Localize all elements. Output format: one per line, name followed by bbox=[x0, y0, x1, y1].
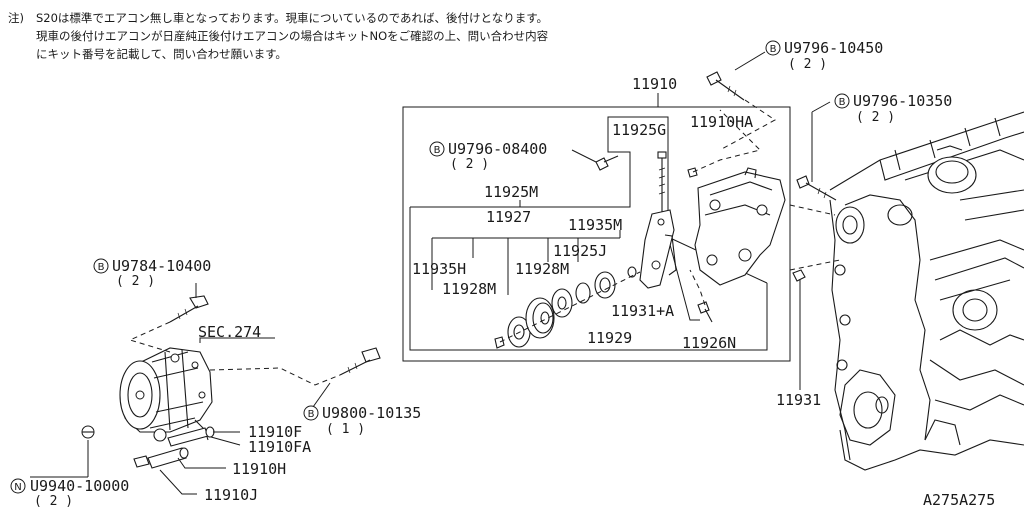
label-sec274: SEC.274 bbox=[198, 323, 261, 341]
fastener-u9796-10450: B U9796-10450 ( 2 ) bbox=[765, 39, 883, 72]
group-11925m-lines bbox=[409, 116, 768, 351]
note-block: 注) S20は標準でエアコン無し車となっております。現車についているのであれば、… bbox=[8, 11, 549, 61]
fastener-qty: ( 2 ) bbox=[34, 494, 73, 509]
kit-11910-box: 11910 bbox=[402, 75, 791, 362]
fastener-badge-letter: B bbox=[839, 97, 846, 108]
fastener-code: U9940-10000 bbox=[30, 477, 129, 495]
fastener-qty: ( 2 ) bbox=[788, 57, 827, 72]
bolt-badge-icon bbox=[765, 40, 781, 56]
fastener-code: U9796-10450 bbox=[784, 39, 883, 57]
fastener-qty: ( 1 ) bbox=[326, 422, 365, 437]
fastener-badge-letter: B bbox=[98, 262, 105, 273]
compressor-fittings-drawing bbox=[30, 425, 241, 495]
label-11931: 11931 bbox=[776, 391, 821, 409]
fastener-code: U9796-10350 bbox=[853, 92, 952, 110]
label-11910j: 11910J bbox=[204, 486, 258, 504]
group-11927-lines bbox=[431, 230, 621, 295]
fastener-u9940-10000: N U9940-10000 ( 2 ) bbox=[10, 477, 129, 509]
label-11935m: 11935M bbox=[568, 216, 622, 234]
label-11931a: 11931+A bbox=[611, 302, 674, 320]
bolt-badge-icon bbox=[834, 93, 850, 109]
bolt-badge-icon bbox=[303, 405, 319, 421]
nut-badge-icon bbox=[10, 478, 26, 494]
bolt-11925g-drawing bbox=[657, 151, 667, 212]
bolt-badge-icon bbox=[429, 141, 445, 157]
routing-dashed-lines bbox=[719, 99, 841, 271]
label-11925m: 11925M bbox=[484, 183, 538, 201]
idler-pulley-drawing bbox=[494, 266, 641, 349]
fastener-code: U9800-10135 bbox=[322, 404, 421, 422]
compressor-bracket-drawing bbox=[694, 167, 786, 286]
note-prefix: 注) bbox=[8, 11, 24, 25]
fastener-code: U9796-08400 bbox=[448, 140, 547, 158]
label-11926n: 11926N bbox=[682, 334, 736, 352]
note-line-3: にキット番号を記載して、問い合わせ願います。 bbox=[36, 47, 287, 61]
fastener-badge-letter: B bbox=[308, 409, 315, 420]
sec274-leader-lines bbox=[128, 321, 341, 386]
label-11910h: 11910H bbox=[232, 460, 286, 478]
engine-block-drawing bbox=[829, 111, 1024, 471]
bolt-badge-icon bbox=[93, 258, 109, 274]
label-11928m-upper: 11928M bbox=[515, 260, 569, 278]
label-11927: 11927 bbox=[486, 208, 531, 226]
idler-bracket-drawing bbox=[639, 209, 677, 289]
fastener-u9796-08400: B U9796-08400 ( 2 ) bbox=[429, 140, 597, 172]
nut-11931-drawing bbox=[792, 269, 806, 390]
note-line-1: S20は標準でエアコン無し車となっております。現車についているのであれば、後付け… bbox=[36, 11, 548, 25]
fastener-u9784-10400: B U9784-10400 ( 2 ) bbox=[93, 257, 211, 289]
fastener-badge-letter: B bbox=[434, 145, 441, 156]
label-11910ha: 11910HA bbox=[690, 113, 753, 131]
label-11910f: 11910F bbox=[248, 423, 302, 441]
fastener-qty: ( 2 ) bbox=[450, 157, 489, 172]
label-11929: 11929 bbox=[587, 329, 632, 347]
fastener-badge-letter: N bbox=[14, 482, 21, 493]
fastener-u9800-10135: B U9800-10135 ( 1 ) bbox=[303, 404, 421, 437]
fastener-badge-letter: B bbox=[770, 44, 777, 55]
bolt-u9796-10450-drawing bbox=[706, 51, 766, 101]
label-11928m-lower: 11928M bbox=[442, 280, 496, 298]
fastener-code: U9784-10400 bbox=[112, 257, 211, 275]
fastener-qty: ( 2 ) bbox=[116, 274, 155, 289]
label-11935h: 11935H bbox=[412, 260, 466, 278]
compressor-drawing bbox=[119, 347, 213, 442]
label-11910fa: 11910FA bbox=[248, 438, 311, 456]
bolt-u9796-10350-drawing bbox=[796, 101, 837, 201]
diagram-id: A275A275 bbox=[923, 491, 995, 509]
fastener-qty: ( 2 ) bbox=[856, 110, 895, 125]
note-line-2: 現車の後付けエアコンが日産純正後付けエアコンの場合はキットNOをご確認の上、問い… bbox=[36, 29, 549, 43]
label-11925j: 11925J bbox=[553, 242, 607, 260]
small-bolts-drawing bbox=[595, 109, 761, 323]
label-11925g: 11925G bbox=[612, 121, 666, 139]
compressor-bolts-drawing bbox=[169, 283, 381, 408]
label-11910: 11910 bbox=[632, 75, 677, 93]
part-labels: 11925G 11910HA 11925M 11927 11935M 11925… bbox=[198, 113, 995, 509]
fastener-u9796-10350: B U9796-10350 ( 2 ) bbox=[834, 92, 952, 125]
